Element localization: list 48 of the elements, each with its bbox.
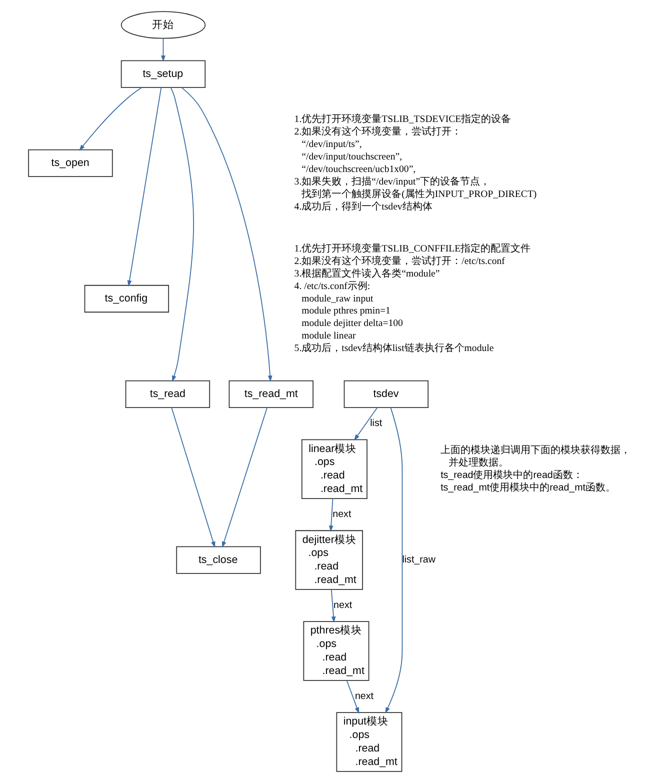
arrow: [126, 87, 162, 287]
node-box: tsdev: [343, 380, 428, 408]
node-label: “/dev/input/touchscreen”,: [301, 151, 402, 162]
label: 上面的模块递归调用下面的模块获得数据，并处理数据。: [440, 444, 630, 468]
node-box: ts_close: [176, 546, 260, 574]
node-box: linear模块 .ops .read .read_mt: [300, 439, 367, 499]
node-label: 3.根据配置文件读入各类“module”: [294, 268, 440, 280]
edge-label: list: [370, 418, 382, 430]
node-label: “/dev/input/ts”,: [301, 138, 362, 150]
arrow: [160, 38, 165, 62]
node-box: input模块 .ops .read .read_mt: [336, 712, 402, 772]
arrow: [221, 407, 268, 548]
node-box: ts_read: [124, 380, 210, 408]
arrow: [384, 407, 402, 714]
node-label: 1.优先打开环境变量TSLIB_TSDEVICE指定的设备: [294, 114, 511, 126]
arrow: [330, 589, 336, 623]
node-label: module dejitter delta=100: [301, 318, 402, 330]
node-label: 5.成功后，tsdev结构体list链表执行各个module: [294, 343, 494, 354]
edge-label: next: [332, 509, 351, 520]
node-label: 2.如果没有这个环境变量，尝试打开：/etc/ts.conf: [294, 256, 504, 267]
node-label: 1.优先打开环境变量TSLIB_CONFFILE指定的配置文件: [294, 243, 530, 254]
node-label: “/dev/touchscreen/ucb1x00”,: [301, 164, 416, 175]
node-box: dejitter模块 .ops .read .read_mt: [294, 530, 362, 590]
edge-label: list_raw: [402, 554, 435, 566]
label: ts_read使用模块中的read函数：: [440, 470, 582, 481]
node-box: ts_open: [28, 149, 112, 178]
node-label: 4.成功后，得到一个tsdev结构体: [294, 201, 432, 212]
node-label: 3.如果失败，扫描“/dev/input”下的设备节点，找到第一个触摸屏设备(属性为INPUT_PROP_DIRECT): [294, 176, 536, 200]
arrow: [170, 87, 194, 382]
node-label: 2.如果没有这个环境变量，尝试打开：: [294, 126, 462, 138]
arrow: [78, 87, 142, 151]
node-label: module_raw input: [301, 293, 373, 304]
arrow: [170, 407, 215, 548]
arrow: [353, 407, 378, 441]
node-box: ts_setup: [120, 60, 206, 88]
node-label: 4. /etc/ts.conf示例:: [294, 280, 370, 292]
node-box: ts_read_mt: [228, 380, 313, 408]
arrow: [328, 498, 333, 532]
node-ellipse: 开始: [120, 11, 206, 39]
arrow: [180, 87, 272, 382]
edge-label: next: [333, 600, 352, 612]
edge-label: next: [354, 690, 373, 702]
node-box: pthres模块 .ops .read .read_mt: [302, 621, 369, 681]
node-box: ts_config: [84, 284, 169, 313]
arrow: [346, 680, 359, 714]
node-label: module pthres pmin=1: [301, 306, 390, 317]
label: ts_read_mt使用模块中的read_mt函数。: [440, 482, 616, 494]
node-label: module linear: [301, 330, 356, 342]
